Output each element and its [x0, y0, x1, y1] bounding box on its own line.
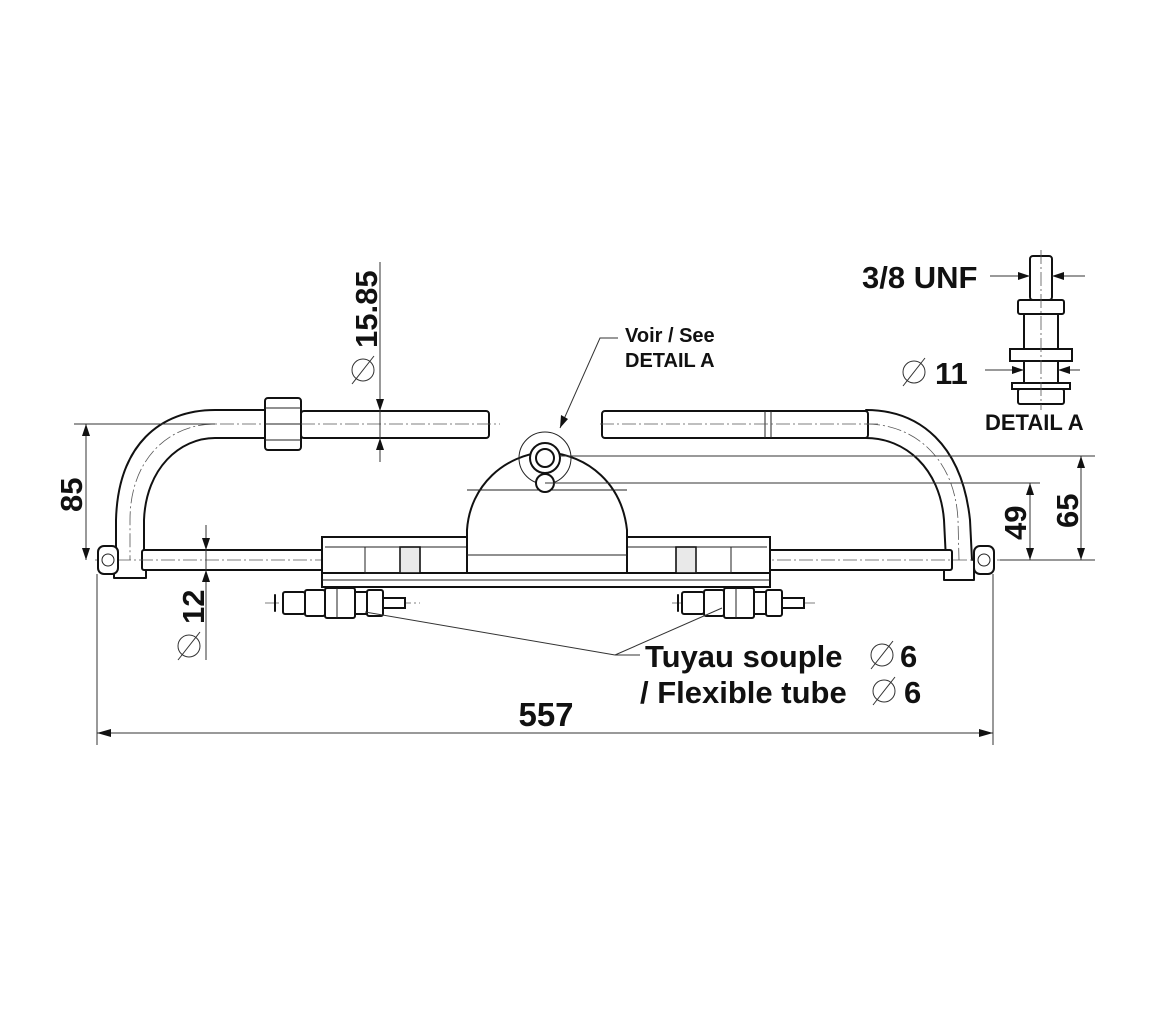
flexible-tube-line2-dia: 6	[904, 675, 921, 710]
hose-fitting-left	[265, 587, 420, 619]
see-detail-line2: DETAIL A	[625, 350, 715, 372]
dim-label-11: 11	[935, 356, 968, 391]
left-hydraulic-pipe	[113, 397, 500, 579]
detail-a-title: DETAIL A	[985, 410, 1084, 435]
detail-a-bolt	[1009, 250, 1073, 410]
dim-label-557: 557	[518, 696, 573, 733]
flexible-tube-line1: Tuyau souple	[645, 639, 843, 674]
dim-label-85: 85	[54, 478, 89, 512]
dim-label-65: 65	[1050, 494, 1085, 528]
right-hydraulic-pipe	[600, 409, 975, 581]
thread-label: 3/8 UNF	[862, 260, 977, 295]
flexible-tube-line2: / Flexible tube	[640, 675, 847, 710]
diameter-symbol-icon	[177, 355, 926, 706]
cylinder-body	[321, 431, 771, 588]
dim-label-15-85: 15.85	[349, 270, 384, 348]
hose-fitting-right	[672, 587, 815, 619]
dim-label-12: 12	[176, 590, 211, 624]
see-detail-line1: Voir / See	[625, 325, 715, 347]
dim-label-49: 49	[998, 506, 1033, 540]
flexible-tube-line1-dia: 6	[900, 639, 917, 674]
dimension-lines	[74, 262, 1095, 745]
